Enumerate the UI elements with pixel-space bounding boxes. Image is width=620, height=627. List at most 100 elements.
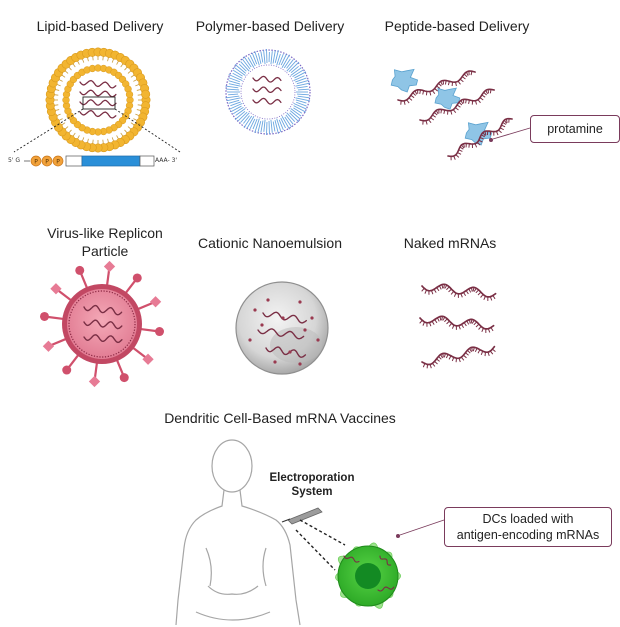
mrna-base [477,99,481,104]
lipid-tail [68,129,72,134]
polymer-chain [234,110,246,120]
mrna-base [448,288,452,293]
five-prime-label: 5' G [8,157,21,164]
mrna-base [441,316,443,321]
polymer-chain [292,69,304,78]
protamine-label: protamine [547,122,603,136]
mrna-base [468,99,470,105]
mrna-base [479,137,484,140]
polymer-chain [228,80,241,85]
cation-dot [303,328,307,332]
mrna-base [469,348,472,353]
lipid-tail [135,84,140,87]
polymer-chain [296,101,307,107]
protamine-blob [464,121,493,146]
mrna-strand [252,97,282,105]
mrna-base [443,284,445,289]
polymer-chain [295,99,307,104]
mrna-strand [262,311,307,324]
mrna-base [458,149,463,152]
utr-5 [65,155,83,167]
mrna-strand [252,75,282,83]
mrna-base [422,363,426,368]
mrna-base [428,322,432,327]
mrna-base [481,327,484,333]
polymer-chain [289,110,301,120]
polymer-chain [249,118,256,130]
polymer-chain [225,85,239,89]
mrna-base [450,291,455,295]
polymer-chain [272,50,276,64]
mrna-strand [265,346,307,358]
lipid-tail [87,57,89,62]
mrna-base [460,100,464,105]
polymer-chain [260,120,264,133]
electroporation-device [287,507,323,525]
callout-leader [492,127,531,140]
cationic-nanoemulsion-droplet [235,281,329,375]
polymer-chain [260,51,264,63]
cap-phosphate [52,155,64,167]
polymer-chain [276,118,282,133]
lipid-head-outer [141,89,151,99]
body-chest [207,585,259,595]
mrna-base [403,100,406,105]
mrna-base [429,91,432,96]
callout-leader [399,519,445,536]
polymer-chain [226,97,241,102]
mrna-base [412,92,417,96]
polymer-chain [296,85,308,89]
electroporation-line2: System [291,486,333,498]
mrna-base [422,321,426,326]
mrna-base [482,132,486,137]
mrna-base [428,119,432,124]
zoom-line-left [13,108,84,153]
peptide-delivery-title: Peptide-based Delivery [384,18,530,34]
mrna-base [487,328,491,333]
lipid-tail [124,66,128,71]
virus-spike-head [155,327,165,337]
mrna-base [433,289,437,293]
mrna-base [463,322,467,327]
polymer-chain [228,99,240,104]
mrna-base [473,287,477,292]
virus-spike-head [149,296,162,308]
polymer-chain [235,108,246,116]
polymer-chain [290,65,299,74]
mrna-base [422,90,425,95]
mrna-base [460,293,463,298]
polymer-inner-ring [240,64,296,120]
polymer-chain [226,88,240,91]
lipid-tail [58,79,63,82]
mrna-strand [79,99,117,107]
mrna-base [502,121,507,125]
mrna-base [441,284,444,289]
mrna-base [458,325,461,330]
mrna-strand [79,79,117,89]
polymer-chain [280,54,287,66]
mrna-base [431,321,435,325]
polymer-chain [281,116,290,130]
mrna-base [483,92,487,96]
lipid-tail [120,132,124,137]
polymer-chain [234,64,247,74]
mrna-base [434,88,439,92]
virus-capsid [67,289,137,359]
mrna-base [485,90,489,95]
callout-dot [489,138,493,142]
mrna-base [480,350,484,356]
mrna-base [461,144,465,149]
polymer-chain [280,117,286,129]
polymer-chain [274,120,279,134]
mrna-base [470,71,473,76]
lipid-tail [82,137,85,142]
polymer-chain [247,57,255,68]
mrna-base [436,287,440,292]
mrna-base [501,124,506,128]
virus-spike-head [103,260,116,273]
polymer-chain [278,53,284,66]
mrna-base [431,90,436,95]
cap-phosphate-label: P [45,159,49,166]
utr-3 [139,155,155,167]
